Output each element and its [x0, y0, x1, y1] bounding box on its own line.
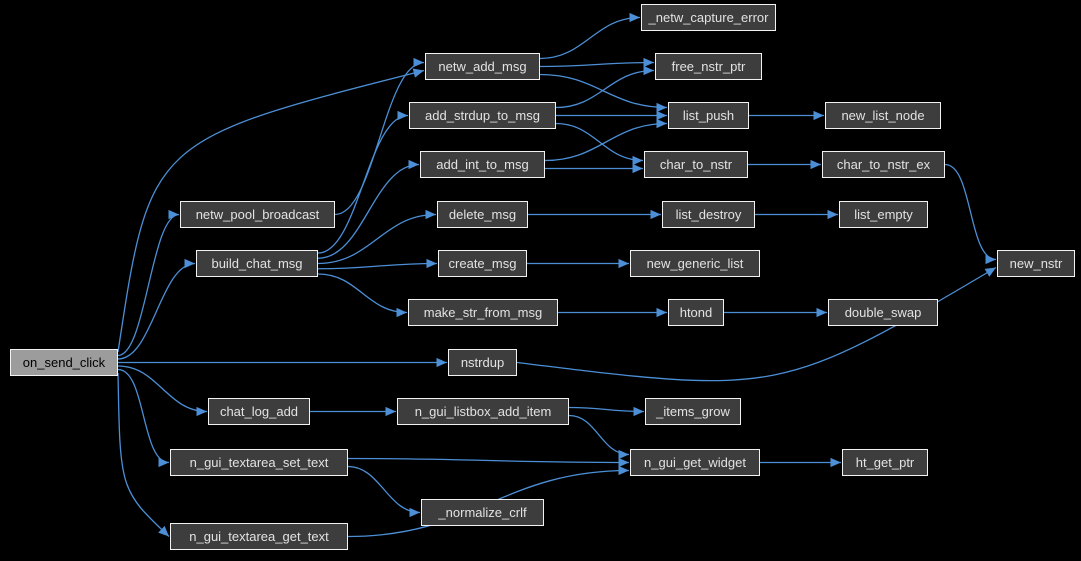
node-create_msg[interactable]: create_msg [438, 250, 527, 277]
edge-n_gui_listbox_add_item-to-_items_grow [568, 406, 645, 417]
edge-netw_pool_broadcast-to-netw_add_msg [334, 57, 425, 216]
edge-on_send_click-to-build_chat_msg [117, 258, 196, 360]
edge-on_send_click-to-n_gui_textarea_set_text [117, 368, 170, 468]
node-htond[interactable]: htond [668, 299, 724, 326]
node-n_gui_get_widget[interactable]: n_gui_get_widget [630, 449, 760, 476]
edge-n_gui_listbox_add_item-to-n_gui_get_widget [568, 414, 630, 460]
edge-char_to_nstr_ex-to-new_nstr [944, 163, 997, 265]
edge-build_chat_msg-to-make_str_from_msg [317, 273, 408, 318]
edge-netw_add_msg-to-_netw_capture_error [539, 12, 641, 60]
edge-netw_add_msg-to-free_nstr_ptr [539, 57, 655, 68]
node-make_str_from_msg[interactable]: make_str_from_msg [408, 299, 558, 326]
node-new_list_node[interactable]: new_list_node [825, 102, 941, 129]
node-build_chat_msg[interactable]: build_chat_msg [196, 250, 318, 277]
node-nstrdup[interactable]: nstrdup [448, 349, 517, 376]
node-char_to_nstr[interactable]: char_to_nstr [644, 151, 748, 178]
edge-build_chat_msg-to-create_msg [317, 258, 438, 270]
edge-add_strdup_to_msg-to-char_to_nstr [555, 122, 644, 166]
edge-on_send_click-to-n_gui_textarea_get_text [117, 372, 170, 537]
edge-on_send_click-to-netw_pool_broadcast [117, 209, 180, 357]
node-double_swap[interactable]: double_swap [828, 299, 938, 326]
node-_normalize_crlf[interactable]: _normalize_crlf [421, 499, 544, 526]
node-on_send_click[interactable]: on_send_click [10, 349, 118, 376]
edge-on_send_click-to-chat_log_add [117, 365, 208, 417]
node-delete_msg[interactable]: delete_msg [437, 201, 528, 228]
node-list_empty[interactable]: list_empty [839, 201, 928, 228]
node-chat_log_add[interactable]: chat_log_add [208, 398, 310, 425]
edge-on_send_click-to-netw_add_msg [117, 68, 425, 353]
node-char_to_nstr_ex[interactable]: char_to_nstr_ex [822, 151, 945, 178]
edge-netw_add_msg-to-list_push [539, 73, 668, 113]
node-n_gui_textarea_get_text[interactable]: n_gui_textarea_get_text [170, 523, 348, 550]
node-n_gui_listbox_add_item[interactable]: n_gui_listbox_add_item [397, 398, 569, 425]
edge-add_strdup_to_msg-to-free_nstr_ptr [555, 65, 655, 109]
node-netw_pool_broadcast[interactable]: netw_pool_broadcast [180, 201, 335, 228]
edge-n_gui_textarea_set_text-to-n_gui_get_widget [347, 457, 630, 468]
node-ht_get_ptr[interactable]: ht_get_ptr [842, 449, 928, 476]
node-list_destroy[interactable]: list_destroy [662, 201, 755, 228]
edge-n_gui_textarea_set_text-to-_normalize_crlf [347, 465, 421, 518]
node-new_generic_list[interactable]: new_generic_list [630, 250, 760, 277]
edge-build_chat_msg-to-delete_msg [317, 209, 437, 265]
node-add_strdup_to_msg[interactable]: add_strdup_to_msg [409, 102, 556, 129]
node-list_push[interactable]: list_push [668, 102, 749, 129]
edge-add_int_to_msg-to-list_push [544, 118, 668, 162]
node-_netw_capture_error[interactable]: _netw_capture_error [641, 4, 776, 31]
node-netw_add_msg[interactable]: netw_add_msg [425, 53, 540, 80]
node-_items_grow[interactable]: _items_grow [645, 398, 741, 425]
edge-build_chat_msg-to-add_strdup_to_msg [317, 110, 409, 254]
node-new_nstr[interactable]: new_nstr [997, 250, 1075, 277]
edge-build_chat_msg-to-add_int_to_msg [317, 159, 420, 259]
node-n_gui_textarea_set_text[interactable]: n_gui_textarea_set_text [170, 449, 348, 476]
node-free_nstr_ptr[interactable]: free_nstr_ptr [655, 53, 762, 80]
node-add_int_to_msg[interactable]: add_int_to_msg [420, 151, 545, 178]
